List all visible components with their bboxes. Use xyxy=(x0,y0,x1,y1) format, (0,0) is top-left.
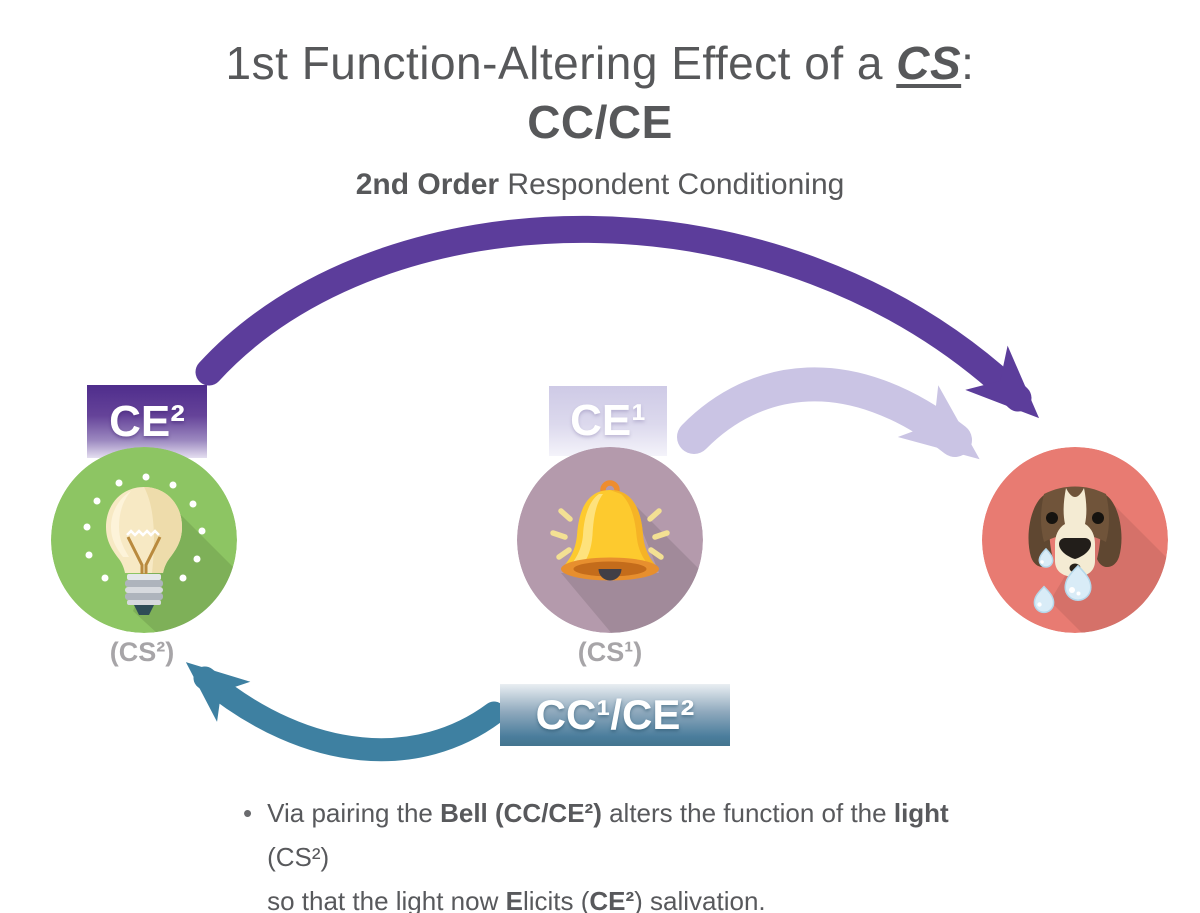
ce1-badge: CE¹ xyxy=(549,386,667,456)
bell-rim xyxy=(561,557,659,581)
title-prefix: 1st Function-Altering Effect of a xyxy=(225,37,897,89)
bulb-filament xyxy=(126,529,162,575)
bullet-seg: alters the function of the xyxy=(601,798,894,828)
bell-clapper xyxy=(598,569,622,581)
subtitle-rest: Respondent Conditioning xyxy=(499,168,845,201)
light-bulb-icon xyxy=(51,447,237,633)
bullet-seg-bold: CE² xyxy=(589,886,635,913)
subtitle-emphasis: 2nd Order xyxy=(355,168,500,201)
bullet-seg: (CS²) xyxy=(267,842,330,872)
bulb-glass xyxy=(106,487,182,573)
light-rays-dots xyxy=(83,473,206,582)
page-title-line1: 1st Function-Altering Effect of a CS: xyxy=(0,36,1200,90)
cs1-caption: (CS¹) xyxy=(577,637,643,667)
long-shadow xyxy=(1050,501,1168,633)
bullet-seg-bold: Bell (CC/CE²) xyxy=(440,798,602,828)
bullet-seg: licits ( xyxy=(522,886,590,913)
bullet-note: • Via pairing the Bell (CC/CE²) alters t… xyxy=(243,791,988,913)
bullet-seg-bold-underline: E xyxy=(505,886,523,913)
title-colon: : xyxy=(961,37,975,89)
bell-body xyxy=(561,490,659,569)
bell-icon xyxy=(517,447,703,633)
second-order-arrow xyxy=(195,215,1040,419)
title-cs-emphasis: CS xyxy=(896,37,962,89)
first-order-arrow xyxy=(677,367,980,460)
bullet-text: Via pairing the Bell (CC/CE²) alters the… xyxy=(267,791,988,913)
bullet-seg-bold: light xyxy=(893,798,949,828)
page-title-line2: CC/CE xyxy=(527,96,673,148)
dog-face xyxy=(1028,486,1122,577)
salivating-dog-icon xyxy=(982,447,1168,633)
saliva-drops xyxy=(1033,547,1092,614)
bullet-line2: so that the light now Elicits (CE²) sali… xyxy=(267,886,766,913)
bell-rays xyxy=(550,508,670,560)
cs2-caption: (CS²) xyxy=(109,637,175,667)
bullet-seg: Via pairing the xyxy=(267,798,441,828)
cc1-ce2-badge: CC¹/CE² xyxy=(500,684,730,746)
bulb-base xyxy=(125,574,163,615)
bullet-seg: ) salivation. xyxy=(634,886,766,913)
bullet-marker: • xyxy=(243,798,253,828)
function-altering-arrow xyxy=(185,662,506,762)
bullet-seg: so that the light now xyxy=(267,886,506,913)
long-shadow xyxy=(561,500,703,633)
bullet-line1: Via pairing the Bell (CC/CE²) alters the… xyxy=(267,798,949,872)
ce2-badge: CE² xyxy=(87,385,207,458)
subtitle: 2nd Order Respondent Conditioning xyxy=(0,168,1200,202)
